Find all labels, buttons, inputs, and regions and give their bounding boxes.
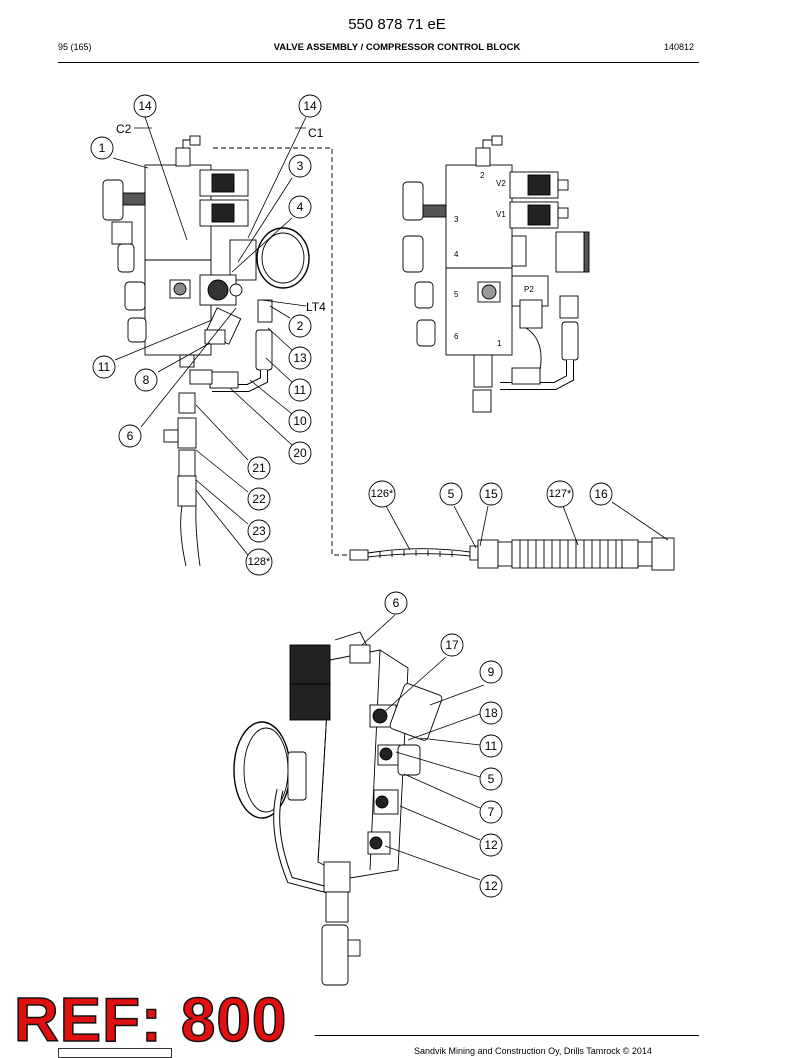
svg-text:9: 9 bbox=[488, 665, 495, 679]
callout-8: 8 bbox=[134, 368, 158, 392]
svg-text:10: 10 bbox=[293, 414, 307, 428]
svg-text:18: 18 bbox=[484, 706, 498, 720]
svg-text:6: 6 bbox=[127, 429, 134, 443]
footer-copyright: Sandvik Mining and Construction Oy, Dril… bbox=[414, 1046, 652, 1056]
label-c2: C2 bbox=[116, 122, 132, 136]
callout-126: 126* bbox=[368, 480, 396, 508]
hose-assembly bbox=[349, 537, 675, 571]
svg-text:5: 5 bbox=[448, 487, 455, 501]
svg-text:17: 17 bbox=[445, 638, 459, 652]
header-rule bbox=[58, 62, 699, 63]
document-date: 140812 bbox=[664, 42, 695, 52]
view-front-right bbox=[402, 135, 590, 413]
svg-text:3: 3 bbox=[297, 159, 304, 173]
callout-15: 15 bbox=[479, 482, 503, 506]
svg-text:20: 20 bbox=[293, 446, 307, 460]
callout-12-upper: 12 bbox=[479, 833, 503, 857]
label-port-4: 4 bbox=[454, 250, 459, 259]
callout-11-bottom: 11 bbox=[479, 734, 503, 758]
svg-text:12: 12 bbox=[484, 838, 498, 852]
callout-127: 127* bbox=[546, 480, 574, 508]
svg-text:21: 21 bbox=[252, 461, 266, 475]
leader-lines-view-3 bbox=[361, 614, 485, 881]
svg-text:22: 22 bbox=[252, 492, 266, 506]
svg-text:12: 12 bbox=[484, 879, 498, 893]
callout-16: 16 bbox=[589, 482, 613, 506]
callout-128: 128* bbox=[245, 548, 273, 576]
svg-text:2: 2 bbox=[297, 319, 304, 333]
svg-text:13: 13 bbox=[293, 351, 307, 365]
label-port-5: 5 bbox=[454, 290, 459, 299]
label-p2: P2 bbox=[524, 285, 534, 294]
svg-text:16: 16 bbox=[594, 487, 608, 501]
label-lt4: LT4 bbox=[306, 300, 326, 314]
label-port-6: 6 bbox=[454, 332, 459, 341]
label-port-2: 2 bbox=[480, 171, 485, 180]
callout-17: 17 bbox=[440, 633, 464, 657]
callout-9: 9 bbox=[479, 660, 503, 684]
svg-text:126*: 126* bbox=[371, 488, 394, 500]
ref-stamp: REF: 800 bbox=[13, 985, 288, 1056]
text-labels: C2 C1 LT4 V2 V1 P2 2 3 4 5 6 1 bbox=[116, 122, 534, 348]
callout-7: 7 bbox=[479, 800, 503, 824]
footer-rule bbox=[315, 1035, 699, 1036]
leader-lines-hose bbox=[385, 501, 669, 551]
callout-2: 2 bbox=[288, 314, 312, 338]
callouts: 14 14 1 3 4 2 13 11 8 11 10 6 20 21 22 2… bbox=[90, 94, 613, 898]
callout-10: 10 bbox=[288, 409, 312, 433]
callout-6-top: 6 bbox=[118, 424, 142, 448]
callout-21: 21 bbox=[247, 456, 271, 480]
label-c1: C1 bbox=[308, 126, 324, 140]
page-number: 95 (165) bbox=[58, 42, 92, 52]
label-v1: V1 bbox=[496, 210, 506, 219]
svg-text:6: 6 bbox=[393, 596, 400, 610]
callout-12-lower: 12 bbox=[479, 874, 503, 898]
svg-text:14: 14 bbox=[303, 99, 317, 113]
callout-23: 23 bbox=[247, 519, 271, 543]
leader-lines-view-1 bbox=[112, 116, 307, 556]
callout-20: 20 bbox=[288, 441, 312, 465]
svg-text:11: 11 bbox=[485, 739, 498, 753]
callout-22: 22 bbox=[247, 487, 271, 511]
view-isometric bbox=[233, 631, 443, 986]
svg-text:127*: 127* bbox=[549, 488, 572, 500]
page-title: VALVE ASSEMBLY / COMPRESSOR CONTROL BLOC… bbox=[273, 42, 521, 53]
callout-6-bottom: 6 bbox=[384, 591, 408, 615]
label-v2: V2 bbox=[496, 179, 506, 188]
callout-4: 4 bbox=[288, 195, 312, 219]
svg-text:4: 4 bbox=[297, 200, 304, 214]
svg-text:14: 14 bbox=[138, 99, 152, 113]
svg-text:5: 5 bbox=[488, 772, 495, 786]
svg-text:8: 8 bbox=[143, 373, 150, 387]
svg-text:11: 11 bbox=[98, 360, 111, 374]
callout-13: 13 bbox=[288, 346, 312, 370]
label-port-3: 3 bbox=[454, 215, 459, 224]
svg-text:128*: 128* bbox=[248, 556, 271, 568]
svg-text:7: 7 bbox=[488, 805, 495, 819]
callout-11-right: 11 bbox=[288, 378, 312, 402]
svg-text:1: 1 bbox=[99, 141, 106, 155]
callout-14-right: 14 bbox=[298, 94, 322, 118]
document-number: 550 878 71 eE bbox=[348, 16, 446, 33]
view-front-left bbox=[102, 135, 348, 567]
callout-11-left: 11 bbox=[92, 355, 116, 379]
callout-3: 3 bbox=[288, 154, 312, 178]
callout-1: 1 bbox=[90, 136, 114, 160]
svg-text:23: 23 bbox=[252, 524, 266, 538]
callout-18: 18 bbox=[479, 701, 503, 725]
svg-text:15: 15 bbox=[484, 487, 498, 501]
label-port-1: 1 bbox=[497, 339, 502, 348]
svg-text:11: 11 bbox=[294, 383, 307, 397]
callout-5-hose: 5 bbox=[439, 482, 463, 506]
callout-5-bottom: 5 bbox=[479, 767, 503, 791]
callout-14-left: 14 bbox=[133, 94, 157, 118]
